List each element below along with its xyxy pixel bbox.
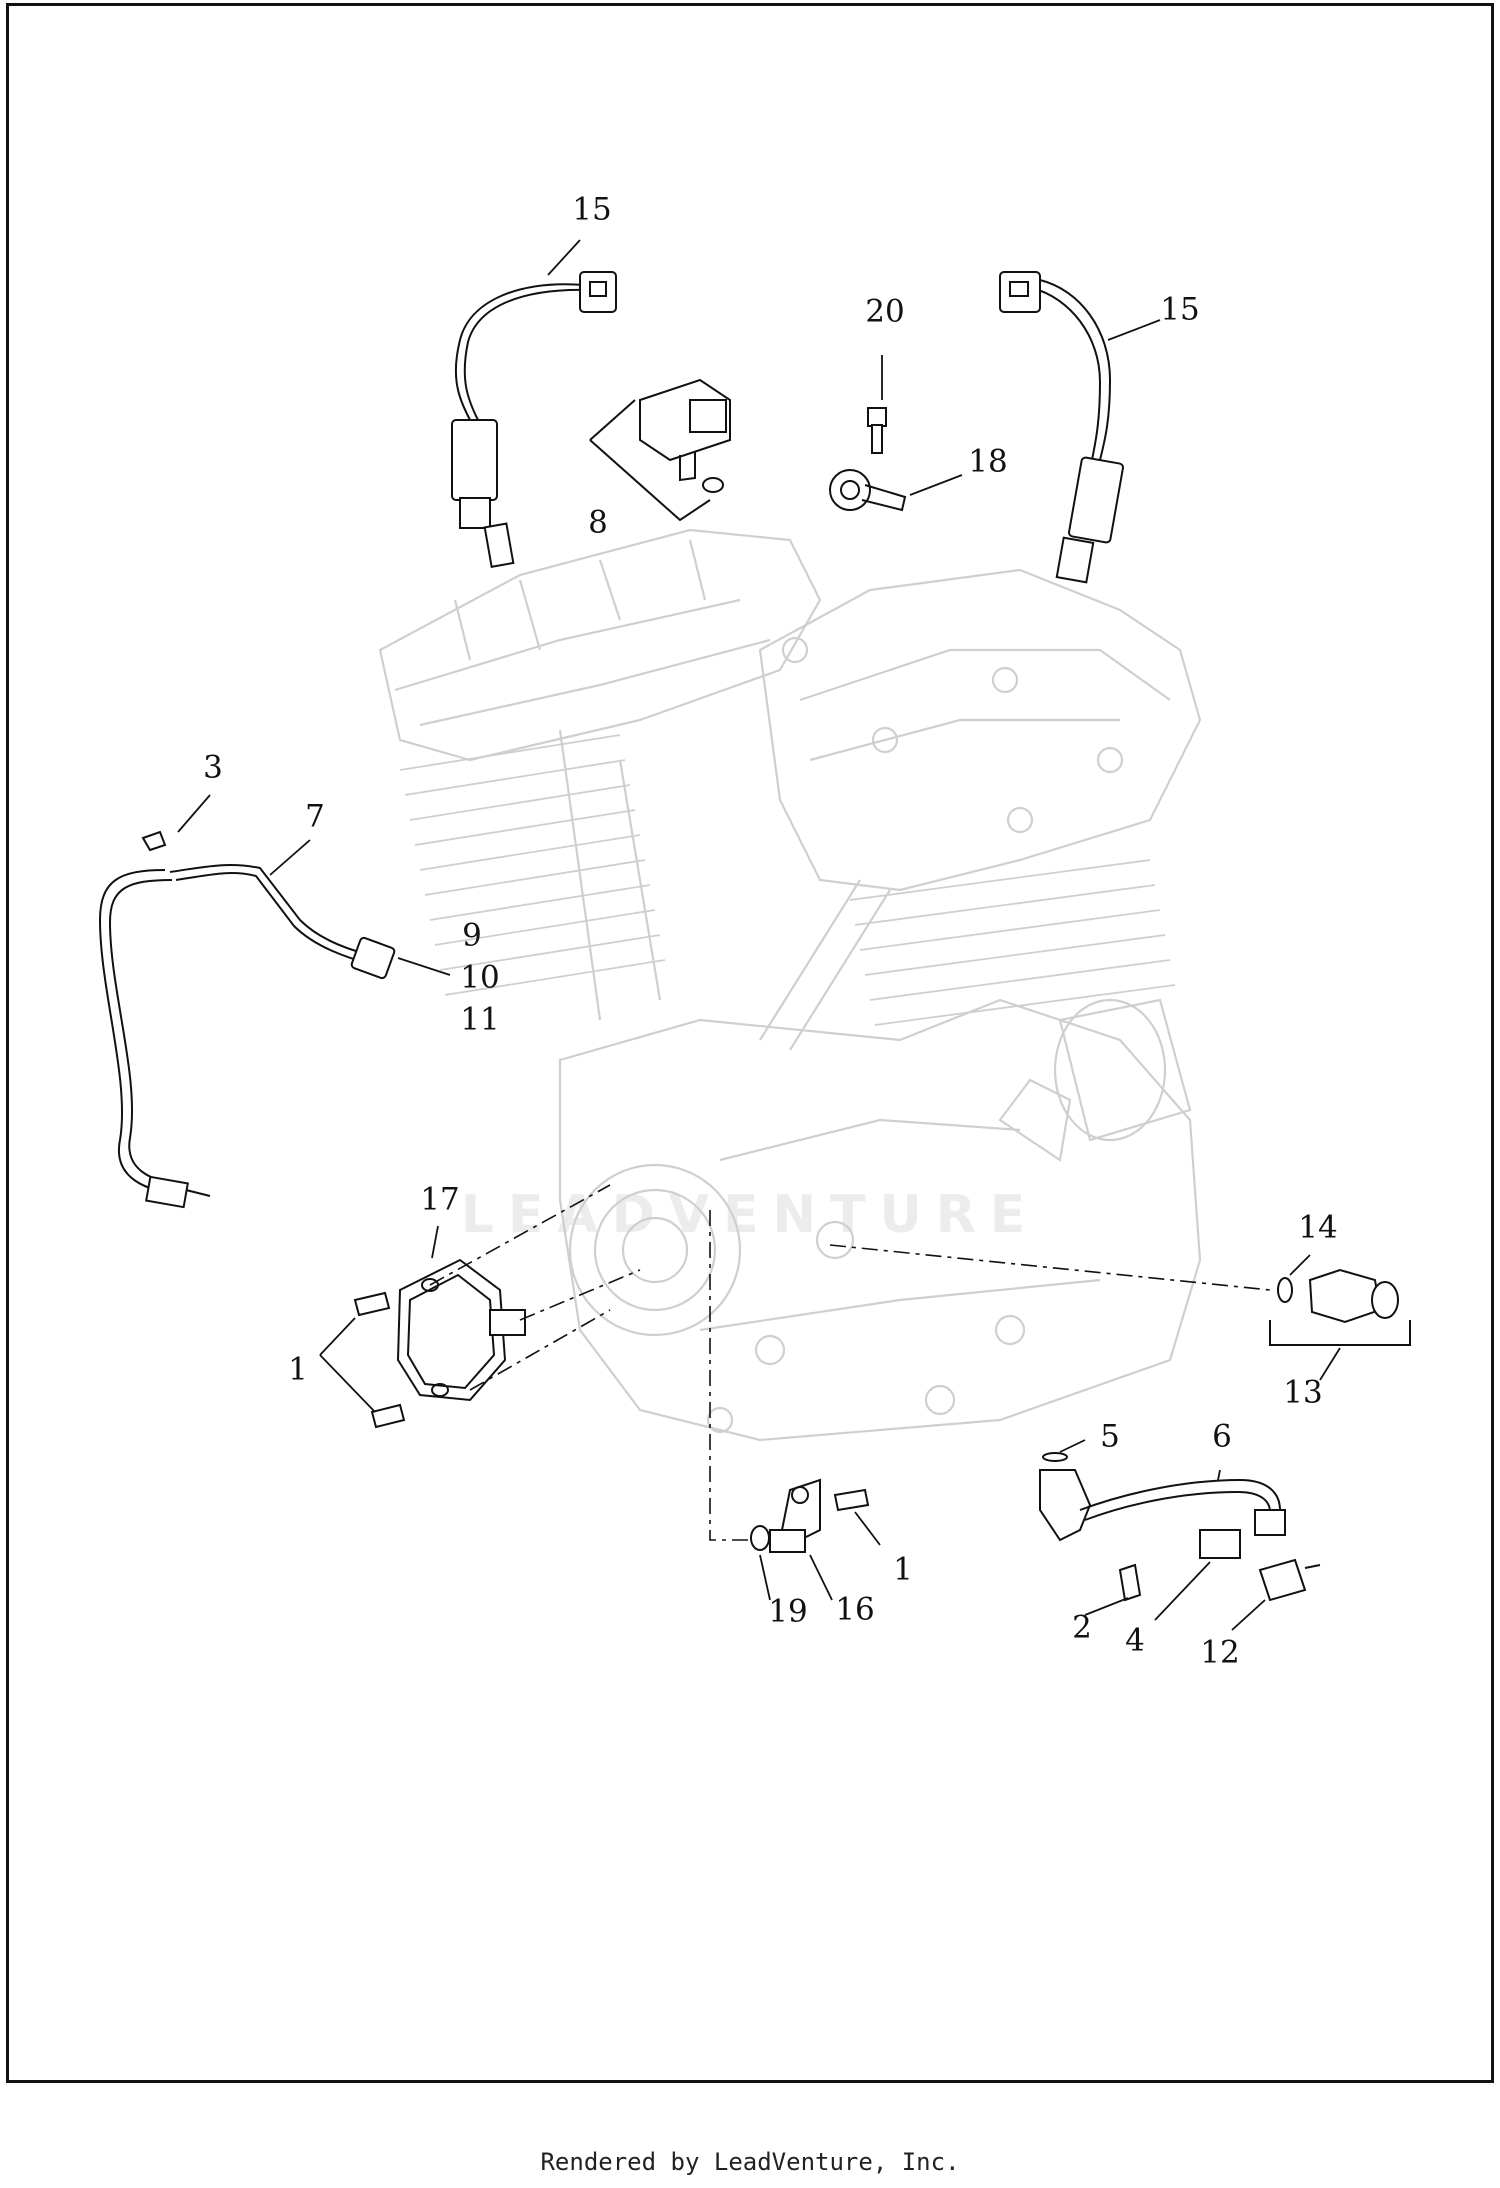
parts-line-art [98,271,1411,1602]
callout-17: 17 [420,1181,460,1218]
sensor-harness [98,830,396,1209]
diagram-frame [6,3,1494,2083]
callout-15-left: 15 [572,191,612,228]
callout-7: 7 [305,798,325,835]
alignment-lines [429,1184,1271,1541]
callout-12: 12 [1200,1634,1240,1671]
oxygen-sensor-right [999,271,1124,584]
speed-sensor-harness [1039,1452,1321,1602]
callout-18: 18 [968,443,1008,480]
callout-6: 6 [1212,1418,1232,1455]
callout-15-right: 15 [1160,291,1200,328]
footer-credit: Rendered by LeadVenture, Inc. [540,2148,960,2176]
cover-gasket [396,1258,526,1402]
callout-19: 19 [768,1593,808,1630]
callout-1-bottom: 1 [893,1551,913,1588]
oil-pressure-sender [1269,1268,1411,1346]
callout-2: 2 [1072,1609,1092,1646]
callout-9: 9 [462,917,482,954]
knock-sensor [829,407,907,512]
callout-8: 8 [588,504,608,541]
callout-13: 13 [1283,1374,1323,1411]
callout-4: 4 [1125,1622,1145,1659]
callout-16: 16 [835,1591,875,1628]
map-sensor [589,378,731,522]
callout-14: 14 [1298,1209,1338,1246]
callout-5: 5 [1100,1418,1120,1455]
callout-10: 10 [460,959,500,996]
callout-3: 3 [203,749,223,786]
callout-1-left: 1 [288,1351,308,1388]
cam-position-sensor [750,1478,870,1553]
engine-illustration [378,528,1202,1442]
leader-lines [177,239,1341,1631]
oxygen-sensor-left [451,271,617,568]
callout-20: 20 [865,293,905,330]
callout-11: 11 [460,1001,500,1038]
screws-left [353,1291,406,1429]
